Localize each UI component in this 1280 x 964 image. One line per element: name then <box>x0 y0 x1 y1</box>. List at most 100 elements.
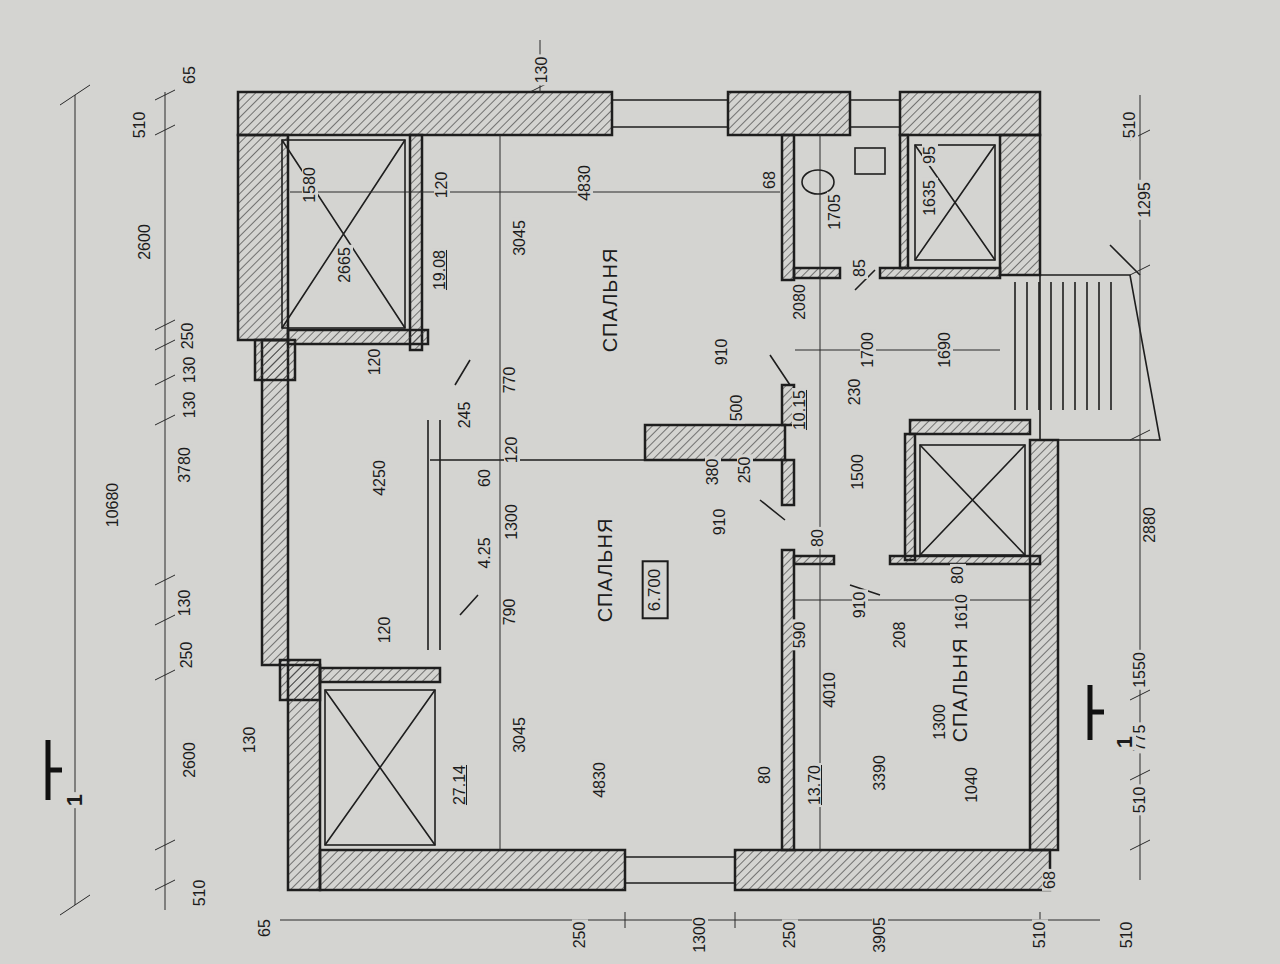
stair-outline <box>1000 275 1160 440</box>
section-mark <box>1090 685 1104 740</box>
dimension-label: 208 <box>892 620 908 651</box>
stair-edge <box>1040 245 1140 440</box>
wall <box>262 340 288 665</box>
dimension-label: 10680 <box>105 481 121 530</box>
dimension-label: 120 <box>434 170 450 201</box>
dimension-label: 65 <box>257 917 273 939</box>
wall <box>320 850 625 890</box>
elevation-box: 6.700 <box>642 561 669 620</box>
cross-mark <box>282 140 405 328</box>
storage-box <box>282 140 405 328</box>
wall <box>900 135 908 268</box>
room-label: СПАЛЬНЯ <box>595 516 615 625</box>
dimension-label: 590 <box>792 620 808 651</box>
dimension-label: 510 <box>1032 920 1048 951</box>
dimension-label: 1300 <box>692 915 708 955</box>
window <box>612 100 900 127</box>
dimension-line <box>290 192 1040 600</box>
dimension-label: 80 <box>810 527 826 549</box>
cross-mark <box>325 690 435 845</box>
dimension-label: 790 <box>502 597 518 628</box>
area-label: 19.08 <box>432 248 448 292</box>
room-label: СПАЛЬНЯ <box>950 636 970 745</box>
wall <box>288 665 320 890</box>
area-label: 10.15 <box>792 388 808 432</box>
dimension-label: 250 <box>572 920 588 951</box>
wall <box>782 135 794 280</box>
dimension-label: 1690 <box>937 330 953 370</box>
dimension-label: 510 <box>132 110 148 141</box>
dimension-label: 2600 <box>137 222 153 262</box>
dimension-label: 910 <box>714 337 730 368</box>
dimension-label: 4010 <box>822 670 838 710</box>
dimension-label: 120 <box>504 435 520 466</box>
dimension-label: 68 <box>1042 869 1058 891</box>
dimension-label: 1580 <box>302 165 318 205</box>
wall <box>1000 135 1040 275</box>
area-label: 13.70 <box>807 763 823 807</box>
dimension-label: 68 <box>762 169 778 191</box>
dimension-label: 910 <box>852 590 868 621</box>
dimension-label: 2600 <box>182 740 198 780</box>
shower-box <box>915 145 995 260</box>
wall <box>782 460 794 505</box>
dimension-label: 1300 <box>932 702 948 742</box>
walls <box>238 92 1058 890</box>
wall <box>794 556 834 564</box>
dimension-label: 910 <box>712 507 728 538</box>
dimension-label: 3390 <box>872 753 888 793</box>
dimension-label: 130 <box>182 390 198 421</box>
wall <box>794 268 840 278</box>
toilet-symbol <box>802 170 834 194</box>
cross-mark <box>920 445 1025 555</box>
dimension-label: 80 <box>950 564 966 586</box>
dimension-label: 250 <box>180 321 196 352</box>
wall <box>910 420 1030 434</box>
dimension-label: 2080 <box>792 282 808 322</box>
sink-symbol <box>855 148 885 174</box>
wall <box>890 556 1040 564</box>
dimension-label: 4250 <box>372 458 388 498</box>
dimension-label: 1635 <box>922 178 938 218</box>
dimension-label: 500 <box>729 393 745 424</box>
dimension-label: 130 <box>177 588 193 619</box>
dimension-lines <box>60 40 1150 928</box>
wall <box>1030 440 1058 850</box>
dimension-label: 245 <box>457 400 473 431</box>
dimension-label: 1295 <box>1137 180 1153 220</box>
dimension-label: 510 <box>1122 110 1138 141</box>
pilaster <box>255 340 295 380</box>
wall <box>320 668 440 682</box>
dimension-label: 250 <box>737 455 753 486</box>
dimension-label: 1705 <box>827 192 843 232</box>
dimension-label: 1300 <box>504 502 520 542</box>
dimension-line <box>60 85 90 915</box>
cross-mark <box>915 145 995 260</box>
dimension-label: 4830 <box>592 760 608 800</box>
dimension-label: 510 <box>1119 920 1135 951</box>
area-label: 27.14 <box>452 763 468 807</box>
dimension-label: 80 <box>757 764 773 786</box>
dimension-chain <box>280 912 1100 928</box>
dimension-label: 250 <box>782 920 798 951</box>
window-partition <box>428 420 645 650</box>
dimension-line <box>500 135 820 850</box>
wall <box>880 268 1000 278</box>
dimension-label: 2665 <box>337 245 353 285</box>
dimension-label: 4830 <box>577 163 593 203</box>
dimension-label: 1700 <box>860 330 876 370</box>
stair-steps <box>1015 282 1111 410</box>
dimension-label: 1040 <box>964 765 980 805</box>
dimension-label: 85 <box>852 257 868 279</box>
dimension-label: 1500 <box>850 452 866 492</box>
section-label: 1 <box>64 792 86 808</box>
dimension-label: 230 <box>847 377 863 408</box>
dimension-label: 250 <box>179 640 195 671</box>
section-mark <box>48 740 62 800</box>
wall <box>238 135 288 340</box>
dimension-label: 65 <box>182 64 198 86</box>
room-label: СПАЛЬНЯ <box>600 246 620 355</box>
section-marks <box>48 685 1104 800</box>
wall <box>645 425 785 460</box>
